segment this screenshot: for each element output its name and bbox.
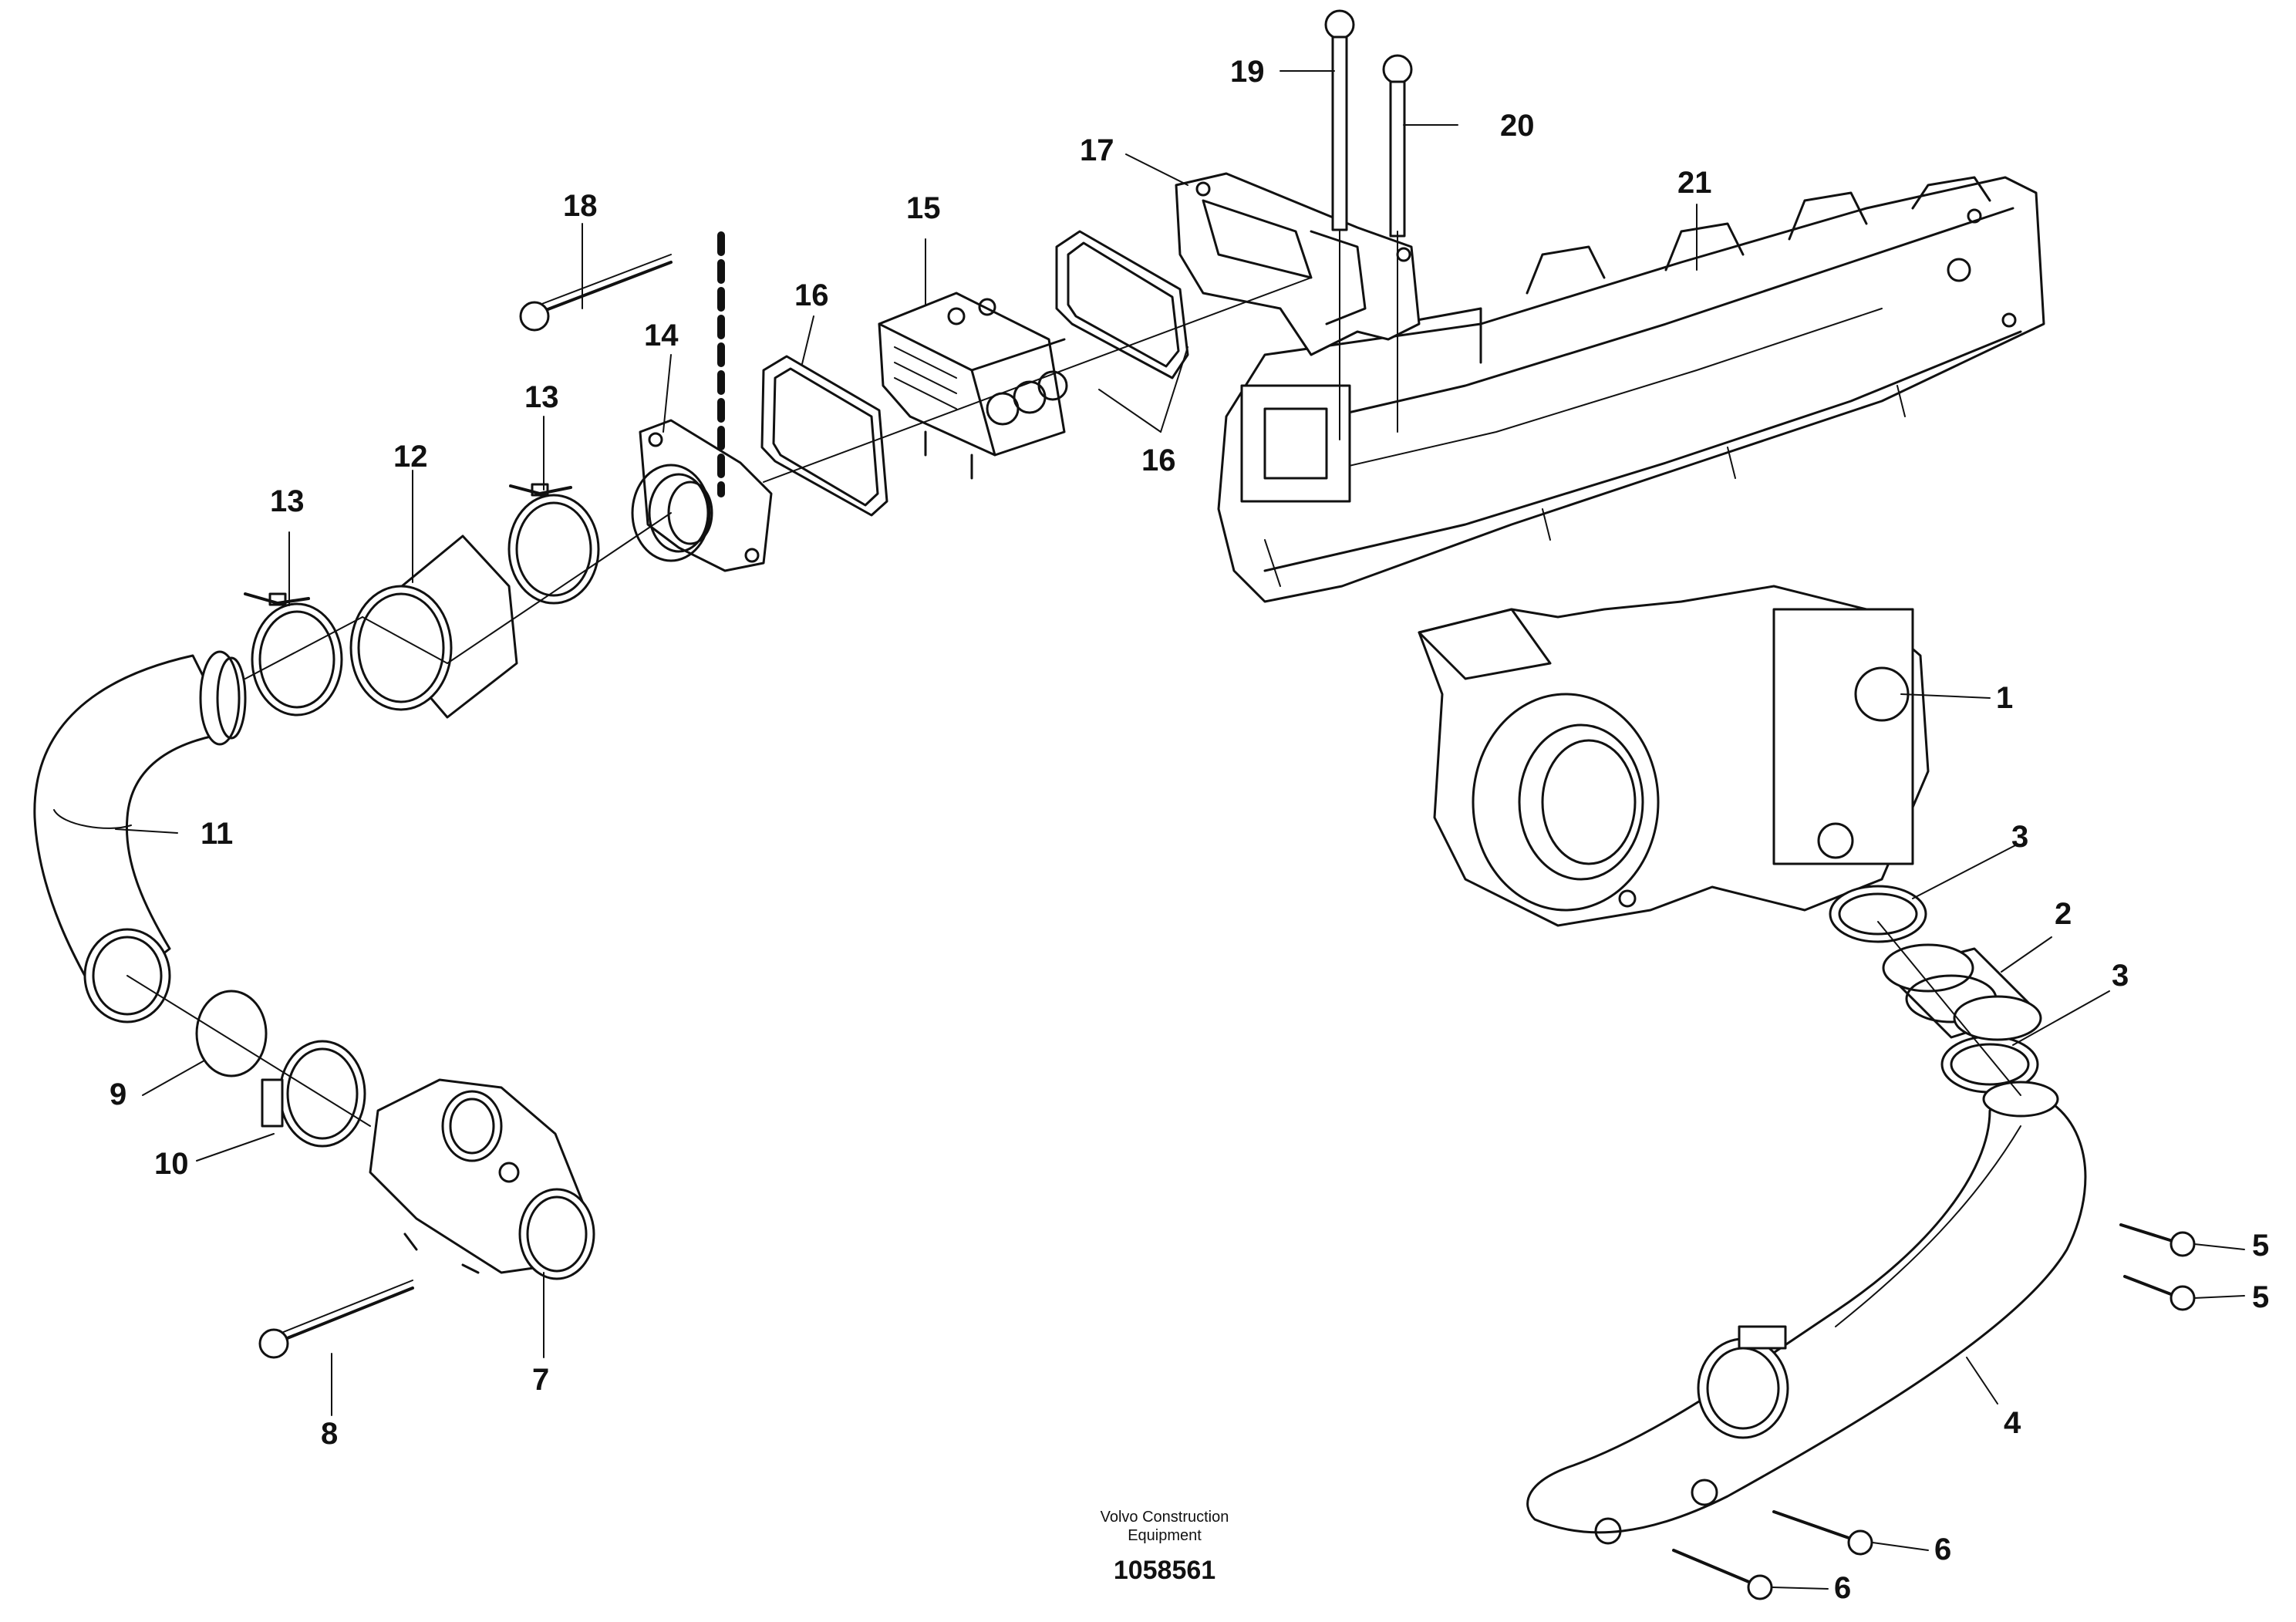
part-16-gasket-right (1057, 231, 1188, 378)
callout-6b: 6 (1834, 1571, 1851, 1605)
part-13-clamp-upper (509, 484, 598, 603)
part-12-sleeve (351, 536, 517, 717)
callout-13b: 13 (524, 380, 559, 414)
part-3-clamp-lower (1942, 1037, 2038, 1092)
part-9-o-ring (197, 991, 266, 1076)
part-20-bolt (1384, 56, 1411, 236)
callout-16b: 16 (1141, 443, 1176, 477)
callout-8: 8 (321, 1417, 338, 1451)
callout-9: 9 (110, 1077, 126, 1111)
callout-6: 6 (1934, 1533, 1951, 1566)
brand-line-2: Equipment (1128, 1527, 1202, 1544)
callout-19: 19 (1230, 55, 1265, 89)
footer-caption: Volvo Construction Equipment 1058561 (1003, 1508, 1327, 1586)
part-7-housing (370, 1080, 594, 1279)
part-17-flange (1176, 174, 1419, 355)
callout-18: 18 (563, 189, 598, 223)
part-6-bolt-lower (1674, 1550, 1772, 1599)
callout-3: 3 (2011, 820, 2028, 854)
callout-7: 7 (532, 1363, 549, 1397)
part-18-bolt (521, 255, 671, 330)
document-number: 1058561 (1113, 1556, 1216, 1585)
part-13-clamp-lower (245, 594, 342, 715)
callout-5b: 5 (2252, 1280, 2269, 1314)
callout-4: 4 (2004, 1406, 2021, 1440)
callout-13: 13 (270, 484, 305, 518)
callout-15: 15 (906, 191, 941, 225)
callout-3b: 3 (2112, 959, 2129, 993)
callout-14: 14 (644, 319, 679, 352)
part-2-bellows (1883, 945, 2041, 1040)
callout-5: 5 (2252, 1229, 2269, 1263)
assembly-lines (126, 231, 2021, 1127)
callout-20: 20 (1500, 109, 1535, 143)
callout-17: 17 (1080, 133, 1114, 167)
part-19-bolt (1326, 11, 1354, 230)
callout-2: 2 (2055, 897, 2072, 931)
part-14-adapter (632, 420, 771, 571)
part-8-bolt (260, 1280, 413, 1357)
callout-16: 16 (794, 278, 829, 312)
part-16-gasket-left (762, 356, 887, 515)
brand-line-1: Volvo Construction (1100, 1509, 1229, 1526)
leader-lines (115, 70, 2245, 1590)
part-1-turbocharger (1419, 586, 1928, 926)
callout-21: 21 (1677, 166, 1712, 200)
part-15-egr-valve (879, 293, 1067, 478)
callout-10: 10 (154, 1147, 189, 1181)
part-4-pipe (1528, 1082, 2085, 1543)
part-3-clamp-upper (1830, 886, 1926, 942)
callout-labels: 1 2 3 3 4 5 5 6 6 7 8 9 10 11 12 13 13 1… (110, 55, 2269, 1605)
callout-11: 11 (201, 817, 233, 851)
part-5-bolt-lower (2125, 1276, 2194, 1310)
part-6-bolt-upper (1774, 1512, 1872, 1554)
callout-12: 12 (393, 440, 428, 474)
part-10-clamp (262, 1041, 365, 1146)
part-5-bolt-upper (2121, 1225, 2194, 1256)
callout-1: 1 (1996, 681, 2013, 715)
